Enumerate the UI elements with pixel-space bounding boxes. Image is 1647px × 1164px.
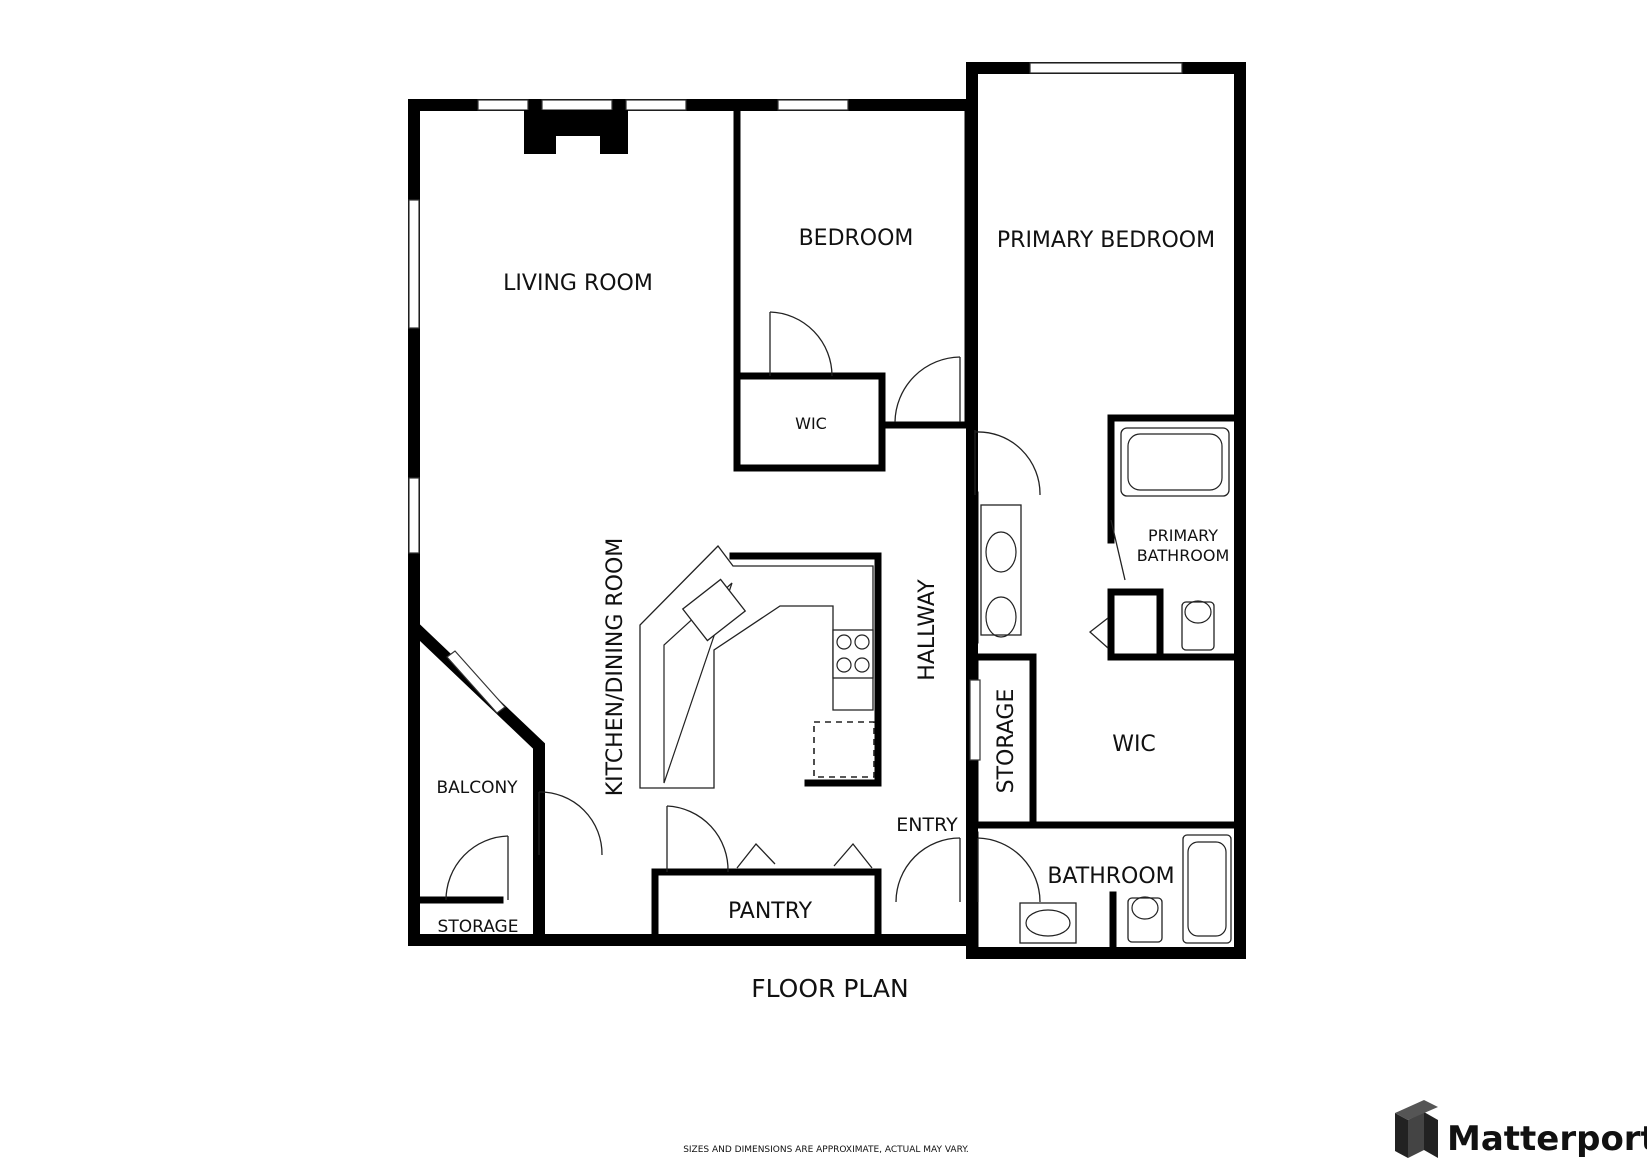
label-bathroom: BATHROOM — [1047, 864, 1174, 889]
label-storage-balcony: STORAGE — [438, 917, 519, 937]
brand-name: Matterport — [1447, 1119, 1647, 1159]
matterport-logo: Matterport — [1395, 1100, 1647, 1159]
room-labels: LIVING ROOM BEDROOM PRIMARY BEDROOM WIC … — [436, 226, 1229, 937]
fireplace — [524, 110, 628, 154]
label-living-room: LIVING ROOM — [503, 271, 653, 296]
bathroom-fixtures — [980, 427, 1232, 944]
label-storage-hall: STORAGE — [994, 689, 1019, 794]
label-primary-bathroom-2: BATHROOM — [1137, 546, 1230, 565]
label-kitchen-dining: KITCHEN/DINING ROOM — [603, 538, 628, 797]
kitchen-fixtures — [639, 545, 875, 789]
label-balcony: BALCONY — [436, 778, 518, 798]
label-wic-bedroom: WIC — [795, 414, 827, 433]
label-primary-bathroom-1: PRIMARY — [1148, 526, 1218, 545]
matterport-logo-icon — [1395, 1100, 1438, 1158]
doors — [445, 311, 1126, 903]
label-bedroom: BEDROOM — [799, 226, 914, 251]
label-wic-primary: WIC — [1112, 732, 1156, 757]
windows — [408, 62, 1183, 761]
label-hallway: HALLWAY — [915, 579, 940, 681]
label-entry: ENTRY — [896, 814, 958, 836]
label-pantry: PANTRY — [728, 899, 813, 924]
label-primary-bedroom: PRIMARY BEDROOM — [997, 228, 1215, 253]
disclaimer-text: SIZES AND DIMENSIONS ARE APPROXIMATE, AC… — [683, 1145, 969, 1155]
interior-walls — [410, 104, 1244, 954]
exterior-walls — [408, 62, 1246, 959]
plan-title: FLOOR PLAN — [751, 974, 908, 1003]
